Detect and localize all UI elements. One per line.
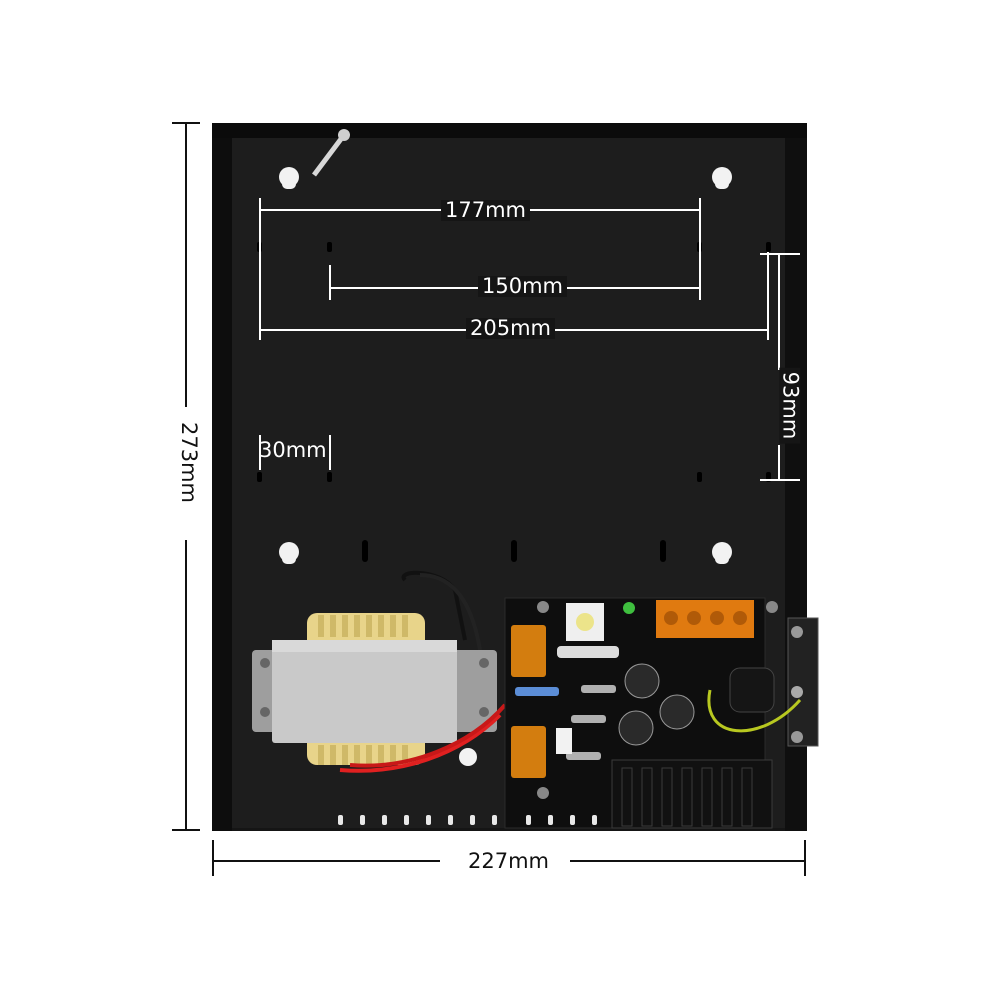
keyhole-mount-icon [279, 167, 732, 564]
transformer-icon [252, 570, 507, 773]
dimension-label-width: 227mm [462, 851, 555, 872]
vent-slots [338, 815, 597, 825]
dimension-label-93: 93mm [778, 367, 802, 444]
dimension-label-177: 177mm [441, 200, 530, 221]
dimension-label-150: 150mm [478, 276, 567, 297]
power-inlet [707, 617, 819, 747]
dimension-label-height: 273mm [177, 416, 201, 509]
mounting-holes [257, 242, 771, 562]
dimension-label-30: 30mm [259, 438, 327, 462]
terminal-block-icon [656, 600, 754, 638]
dimension-label-205: 205mm [466, 318, 555, 339]
heatsink-icon [611, 759, 773, 829]
fuse-cover [511, 625, 546, 778]
outer-dimension-lines [172, 122, 806, 876]
cable-tie [312, 129, 350, 177]
